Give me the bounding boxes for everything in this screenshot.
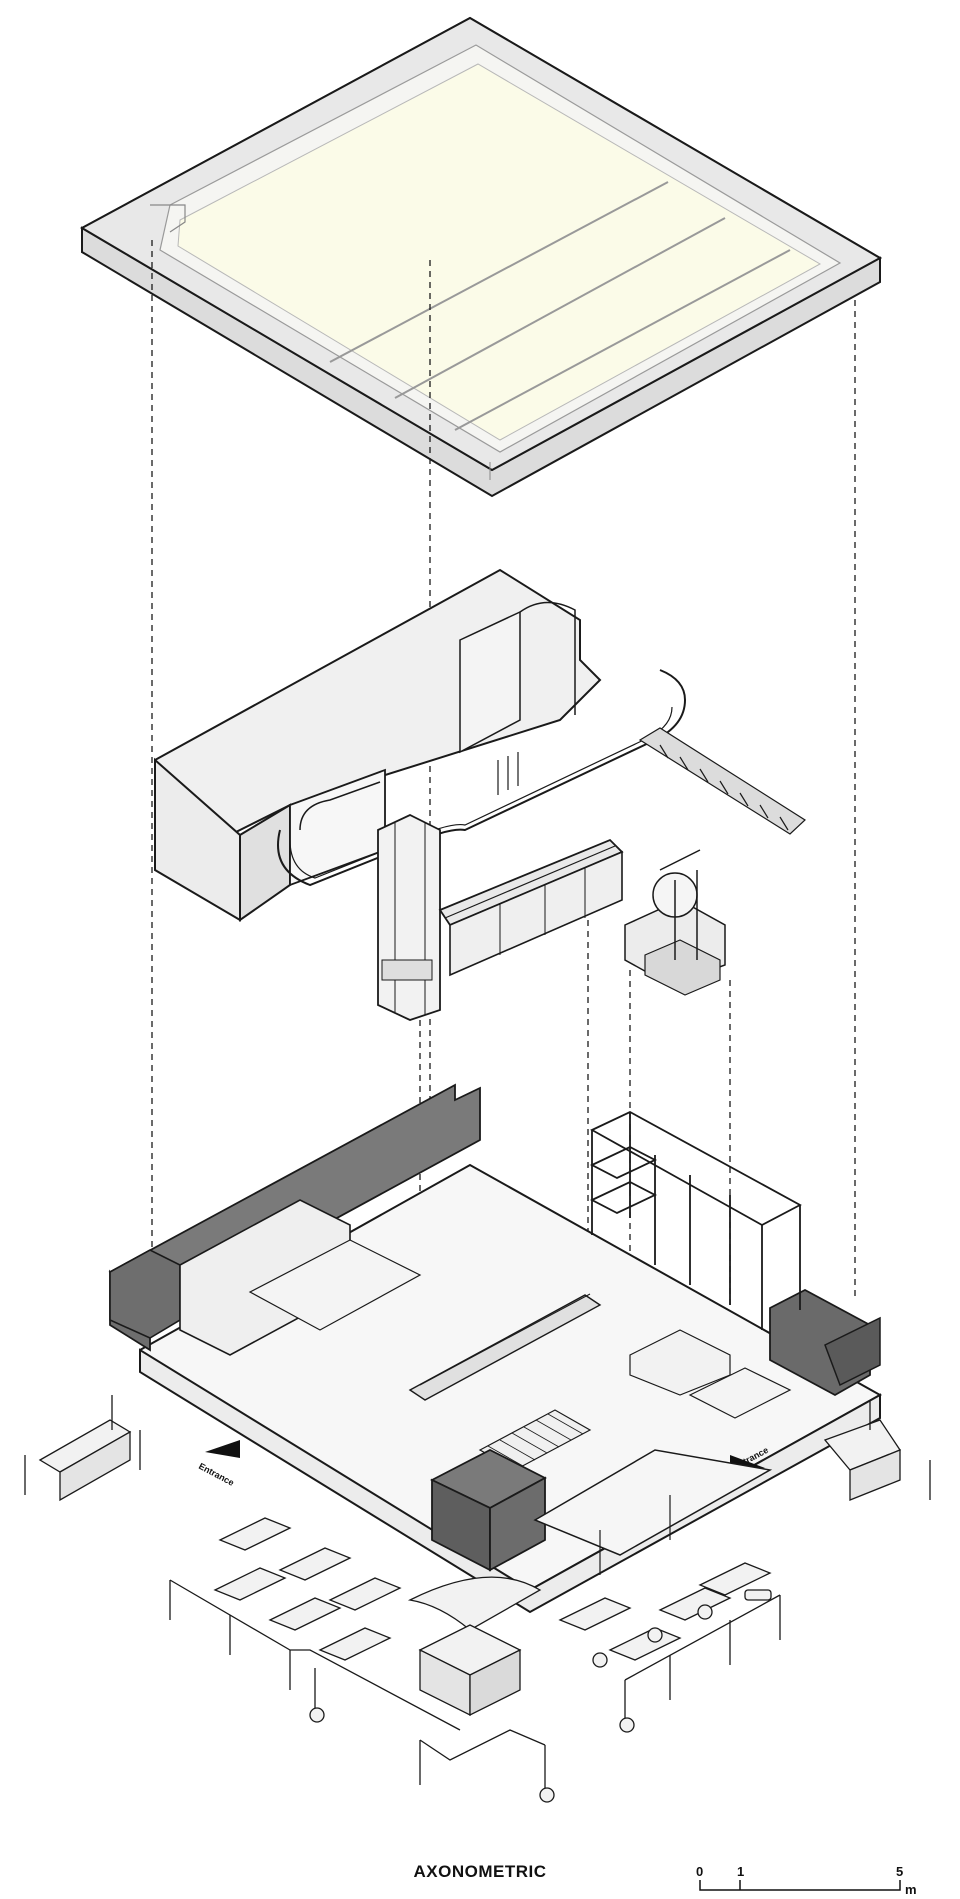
scale-tick-1: 1	[737, 1864, 744, 1879]
scale-bar: 0 1 5 m	[696, 1864, 917, 1897]
scale-tick-0: 0	[696, 1864, 703, 1879]
coffee-island	[624, 849, 726, 996]
stair	[638, 727, 806, 835]
floor-dark-box	[429, 1448, 547, 1572]
street-furniture	[24, 1395, 931, 1803]
upper-volume	[154, 568, 806, 922]
right-dark-blocks	[769, 1288, 881, 1397]
scale-unit: m	[905, 1882, 917, 1897]
roof-layer	[79, 16, 883, 498]
ground-floor: Entrance Entrance	[108, 1083, 883, 1614]
floor-hatch	[478, 1409, 592, 1471]
scale-tick-5: 5	[896, 1864, 903, 1879]
entrance-label-left: Entrance	[197, 1461, 236, 1488]
drawing-title: AXONOMETRIC	[413, 1862, 547, 1881]
shelving-frame	[589, 1110, 802, 1330]
kitchen-unit	[377, 814, 624, 1021]
entrance-left: Entrance	[197, 1440, 240, 1488]
